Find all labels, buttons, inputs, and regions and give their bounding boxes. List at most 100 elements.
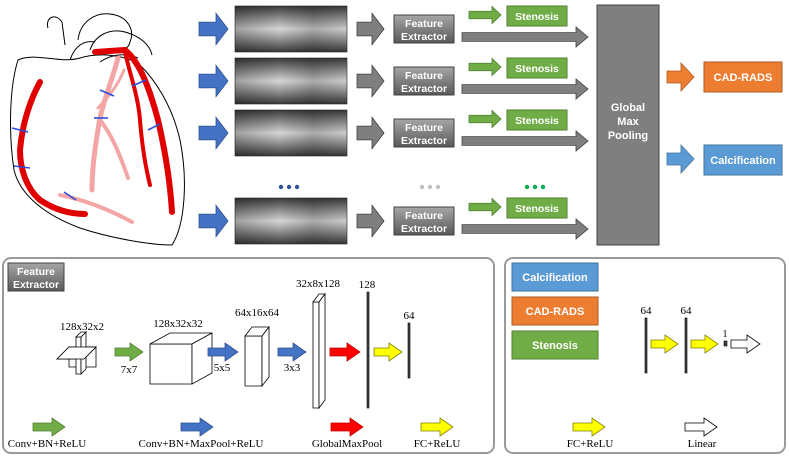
feature-extractor-panel: Feature Extractor (2, 257, 495, 454)
legend-arrow-fc-relu (420, 417, 454, 437)
ct-image-shading-2 (235, 58, 347, 104)
circumflex-artery (123, 50, 152, 187)
pipeline-rows: FeatureExtractorStenosisFeatureExtractor… (198, 5, 589, 245)
head-output-unit (723, 340, 728, 347)
arrow-conv-maxpool-1 (207, 342, 239, 362)
legend-label-2: GlobalMaxPool (312, 438, 382, 450)
to-pooling-arrow-row-1 (461, 26, 589, 48)
stenosis-box-row-2 (506, 57, 568, 79)
ellipsis-blue (278, 184, 300, 190)
feature-extractor-box-row-3 (393, 118, 455, 148)
legend-arrow-conv-bn-relu (32, 417, 66, 437)
arrow-global-max-pool (329, 342, 361, 362)
branch-vessel-4 (96, 68, 126, 110)
to-stenosis-arrow-row-4 (468, 197, 502, 217)
head-arrow-fc-relu-1 (650, 334, 679, 354)
to-pooling-arrow-row-2 (461, 78, 589, 100)
ct-image-shading-1 (235, 6, 347, 52)
input-arrow-row-3 (198, 116, 229, 150)
task-box-stenosis (511, 330, 599, 360)
legend-arrow-global-max-pool (330, 417, 364, 437)
to-stenosis-arrow-row-3 (468, 109, 502, 129)
cadrads-arrow (666, 61, 695, 93)
ellipsis-green (524, 184, 546, 190)
feature-extractor-box-row-1 (393, 14, 455, 44)
global-max-pooling-block: Global Max Pooling (596, 4, 660, 246)
feature-extractor-box-row-2 (393, 66, 455, 96)
pooling-label-2: Max (617, 116, 639, 128)
head-arrow-linear (730, 334, 761, 354)
calcification-label: Calcification (710, 155, 776, 167)
tensor-128x32x32 (149, 332, 213, 385)
task-label-calcification: Calcification (522, 272, 588, 284)
tensor-32x8x128 (312, 292, 326, 410)
vector-128 (366, 291, 370, 409)
cadrads-label: CAD-RADS (714, 72, 773, 84)
to-extractor-arrow-row-4 (356, 204, 385, 238)
legend-arrow-conv-maxpool (180, 417, 214, 437)
kernel-label-2: 3x3 (284, 362, 301, 374)
dim-label-5: 64 (404, 310, 416, 322)
dim-label-1: 128x32x32 (153, 318, 203, 330)
feature-extractor-line2-row-1: Extractor (401, 31, 447, 43)
head-vector-64-b (684, 317, 688, 374)
arrow-fc-relu (373, 342, 403, 362)
input-tensor-shape (56, 331, 97, 375)
head-dim-2: 1 (723, 329, 728, 340)
to-stenosis-arrow-row-1 (468, 5, 502, 25)
feature-extractor-line2-row-4: Extractor (401, 223, 447, 235)
ct-image-shading-4 (235, 198, 347, 244)
kernel-label-0: 7x7 (121, 364, 138, 376)
head-legend-label-1: Linear (688, 438, 717, 450)
calcification-arrow (666, 143, 695, 175)
right-coronary-artery (16, 79, 88, 217)
legend-label-3: FC+ReLU (414, 438, 461, 450)
arrow-conv-maxpool-2 (277, 342, 307, 362)
vessel-markers (11, 79, 161, 201)
to-pooling-arrow-row-3 (461, 130, 589, 152)
prediction-head-panel: Calcification CAD-RADS Stenosis 64 64 1 … (504, 257, 786, 454)
calcification-output: Calcification (666, 143, 783, 176)
feature-extractor-line2-row-2: Extractor (401, 83, 447, 95)
legend-label-1: Conv+BN+MaxPool+ReLU (139, 438, 264, 450)
feature-extractor-line1-row-4: Feature (405, 210, 443, 222)
stenosis-box-row-1 (506, 5, 568, 27)
head-vector-64-a (644, 317, 648, 374)
branch-vessel-3 (58, 193, 134, 224)
arrow-conv-bn-relu (114, 342, 144, 362)
to-extractor-arrow-row-1 (356, 12, 385, 46)
tensor-64x16x64 (244, 325, 270, 388)
branch-vessel-2 (98, 118, 130, 180)
stenosis-label-row-4: Stenosis (515, 203, 559, 215)
stenosis-label-row-1: Stenosis (515, 11, 559, 23)
head-legend-arrow-fc-relu (572, 417, 606, 437)
dim-label-3: 32x8x128 (296, 278, 341, 290)
task-box-cadrads (511, 296, 599, 326)
feature-extractor-line1-row-3: Feature (405, 122, 443, 134)
task-label-cadrads: CAD-RADS (526, 306, 585, 318)
stenosis-label-row-3: Stenosis (515, 115, 559, 127)
ellipsis-gray (419, 184, 441, 190)
kernel-label-1: 5x5 (214, 362, 231, 374)
head-legend-label-0: FC+ReLU (567, 438, 614, 450)
vector-64 (407, 322, 411, 379)
left-coronary-artery (92, 46, 175, 215)
dim-label-4: 128 (359, 279, 376, 291)
to-pooling-arrow-row-4 (461, 218, 589, 240)
input-arrow-row-1 (198, 12, 229, 46)
feature-extractor-box-row-4 (393, 206, 455, 236)
cadrads-output: CAD-RADS (666, 61, 783, 93)
panel-title-1: Feature (17, 266, 55, 278)
head-legend-arrow-linear (684, 417, 718, 437)
task-box-calcification (511, 262, 599, 292)
stenosis-box-row-4 (506, 197, 568, 219)
ct-image-shading-3 (235, 110, 347, 156)
input-arrow-row-2 (198, 64, 229, 98)
panel-title-2: Extractor (13, 279, 59, 291)
dim-label-0: 128x32x2 (60, 321, 104, 333)
task-label-stenosis: Stenosis (532, 340, 578, 352)
heart-illustration (10, 13, 185, 246)
legend-label-0: Conv+BN+ReLU (8, 438, 86, 450)
